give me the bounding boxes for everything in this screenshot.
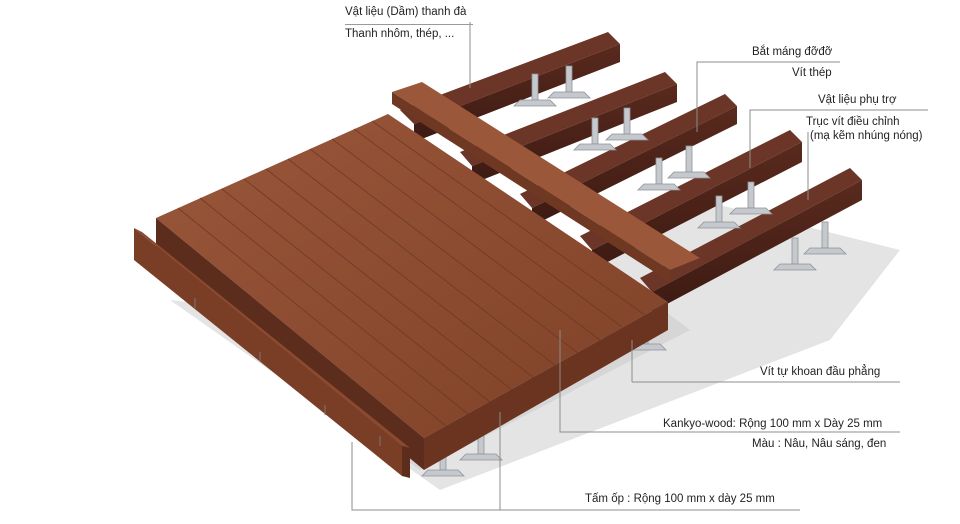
support-title-label: Vật liệu phụ trợ xyxy=(818,94,897,106)
leader-fascia xyxy=(351,442,800,511)
board-desc-label: Màu : Nâu, Nâu sáng, đen xyxy=(752,438,887,450)
leader-bracket xyxy=(696,61,840,132)
pedestal xyxy=(667,145,711,179)
pedestal xyxy=(697,195,741,229)
loose-deck-board xyxy=(392,82,700,282)
pedestal xyxy=(573,117,617,151)
bracket-desc-label: Vít thép xyxy=(792,67,832,79)
pedestal xyxy=(729,181,773,215)
pedestal xyxy=(513,73,557,107)
bracket-title-label: Bắt máng đỡđỡ xyxy=(752,46,833,58)
screw-title-label: Vít tự khoan đầu phẳng xyxy=(760,366,881,378)
leader-board xyxy=(559,330,900,433)
pedestal xyxy=(421,451,465,477)
board-title-label: Kankyo-wood: Rộng 100 mm x Dày 25 mm xyxy=(663,418,883,430)
jack-desc-label: (mạ kẽm nhúng nóng) xyxy=(810,130,923,142)
pedestal xyxy=(459,435,503,461)
fascia-board xyxy=(134,228,410,478)
pedestal xyxy=(547,65,591,99)
fascia-screws xyxy=(194,298,381,446)
beam-label-divider xyxy=(345,24,473,25)
fascia-title-label: Tấm ốp : Rộng 100 mm x dày 25 mm xyxy=(585,493,775,505)
jack-title-label: Trục vít điều chỉnh xyxy=(806,116,900,128)
pedestals xyxy=(421,65,847,477)
leader-lines xyxy=(351,22,928,511)
beam-desc-label: Thanh nhôm, thép, ... xyxy=(345,28,455,40)
pedestal xyxy=(605,107,649,141)
beam-5 xyxy=(640,168,862,312)
pedestal xyxy=(773,237,817,271)
pedestal xyxy=(803,221,847,255)
pedestal xyxy=(637,157,681,191)
beam-title-label: Vật liệu (Dầm) thanh đà xyxy=(345,6,467,18)
leader-support xyxy=(749,109,928,168)
